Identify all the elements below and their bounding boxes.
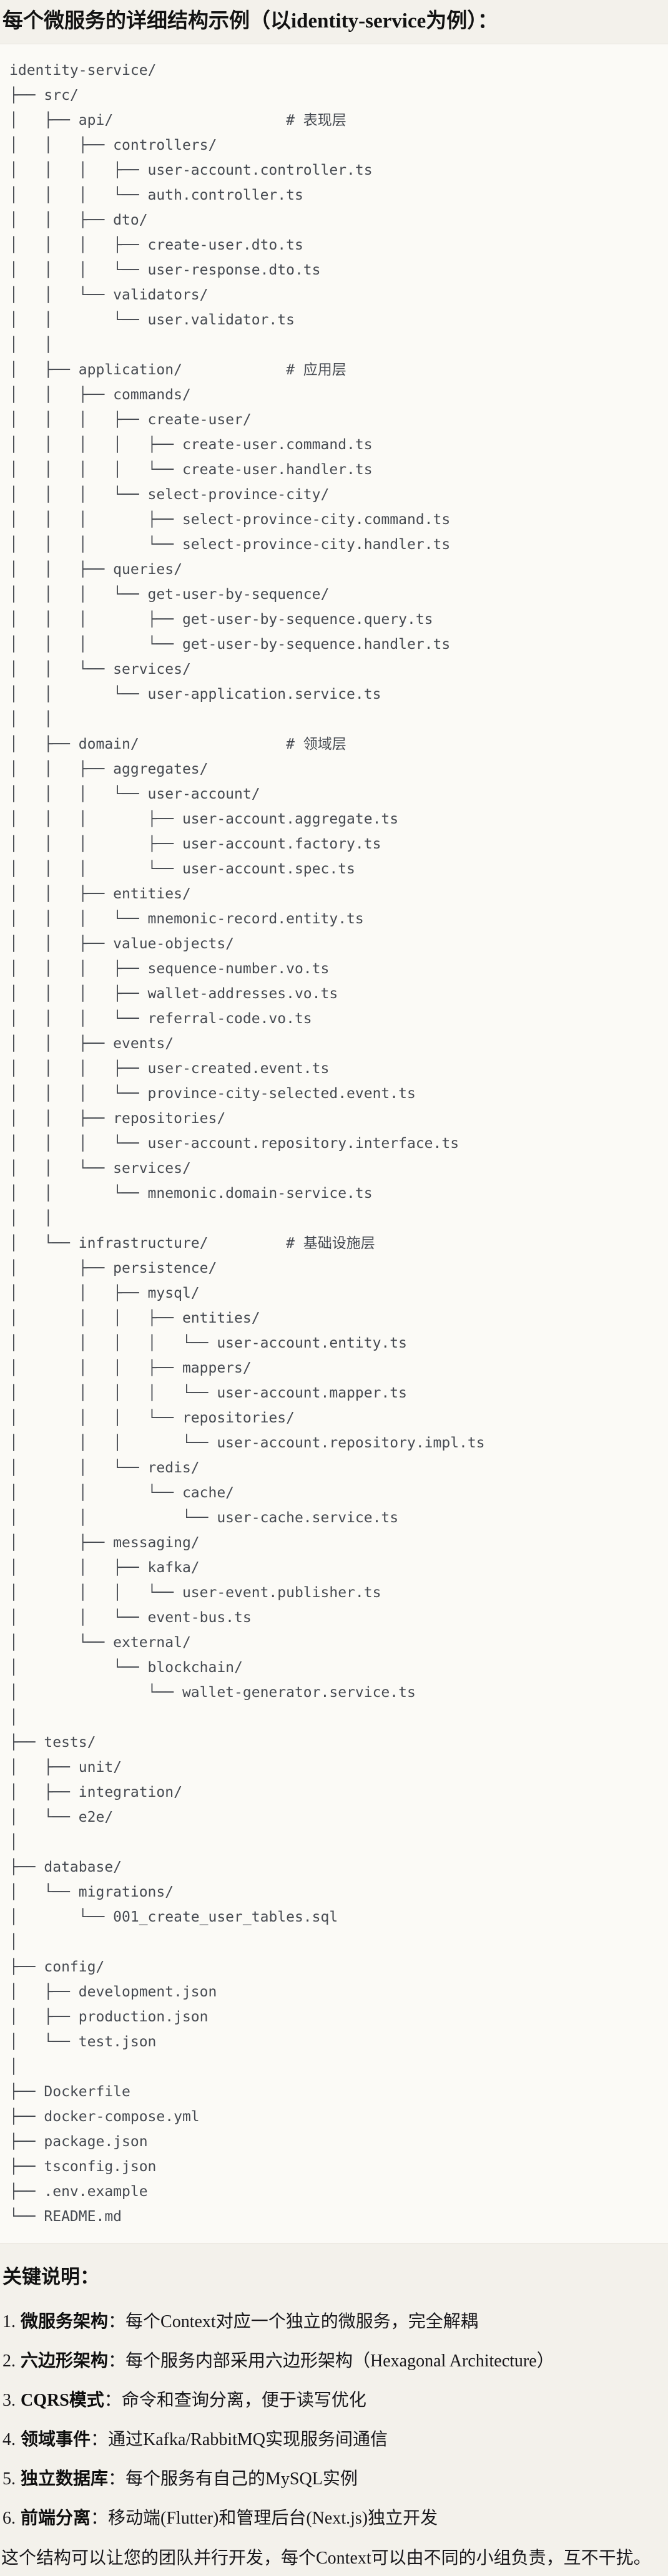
list-item: 3. CQRS模式：命令和查询分离，便于读写优化 — [2, 2390, 666, 2411]
directory-tree: identity-service/ ├── src/ │ ├── api/ # … — [9, 62, 485, 2225]
list-item-label: 微服务架构 — [21, 2312, 109, 2331]
list-item-desc: 通过Kafka/RabbitMQ实现服务间通信 — [108, 2430, 388, 2449]
list-item-number: 1. — [2, 2312, 16, 2331]
list-item: 5.独立数据库：每个服务有自己的MySQL实例 — [2, 2469, 666, 2490]
closing-paragraph: 这个结构可以让您的团队并行开发，每个Context可以由不同的小组负责，互不干扰… — [1, 2549, 651, 2568]
list-item-colon: ： — [108, 2469, 126, 2489]
list-item: 4. 领域事件：通过Kafka/RabbitMQ实现服务间通信 — [2, 2429, 666, 2451]
page-title: 每个微服务的详细结构示例（以identity-service为例）： — [2, 10, 498, 32]
list-item-number: 3. — [2, 2391, 16, 2410]
list-item: 6. 前端分离：移动端(Flutter)和管理后台(Next.js)独立开发 — [2, 2508, 666, 2529]
code-block: identity-service/ ├── src/ │ ├── api/ # … — [0, 44, 668, 2243]
list-item-label: 领域事件 — [21, 2430, 91, 2449]
list-item: 1. 微服务架构：每个Context对应一个独立的微服务，完全解耦 — [2, 2311, 666, 2333]
list-item-number: 2. — [2, 2351, 16, 2371]
list-item-colon: ： — [104, 2391, 122, 2410]
list-item-desc: 移动端(Flutter)和管理后台(Next.js)独立开发 — [108, 2509, 438, 2528]
list-item-label: 六边形架构 — [21, 2351, 109, 2371]
list-item: 2.六边形架构：每个服务内部采用六边形架构（Hexagonal Architec… — [2, 2351, 666, 2372]
list-item-label: 前端分离 — [21, 2509, 91, 2528]
section-heading: 关键说明： — [2, 2266, 99, 2288]
list-item-desc: 每个服务内部采用六边形架构（Hexagonal Architecture） — [125, 2351, 554, 2371]
list-item-number: 5. — [2, 2469, 16, 2489]
list-item-colon: ： — [108, 2351, 126, 2371]
list-item-label: CQRS模式 — [21, 2391, 104, 2410]
list-item-label: 独立数据库 — [21, 2469, 109, 2489]
list-item-desc: 每个Context对应一个独立的微服务，完全解耦 — [125, 2312, 478, 2331]
key-notes-list: 1.微服务架构：每个Context对应一个独立的微服务，完全解耦 2.六边形架构… — [0, 2311, 668, 2529]
list-item-desc: 命令和查询分离，便于读写优化 — [121, 2391, 366, 2410]
list-item-colon: ： — [91, 2509, 109, 2528]
list-item-number: 4. — [2, 2430, 16, 2449]
list-item-desc: 每个服务有自己的MySQL实例 — [125, 2469, 358, 2489]
list-item-colon: ： — [108, 2312, 126, 2331]
list-item-number: 6. — [2, 2509, 16, 2528]
list-item-colon: ： — [91, 2430, 109, 2449]
